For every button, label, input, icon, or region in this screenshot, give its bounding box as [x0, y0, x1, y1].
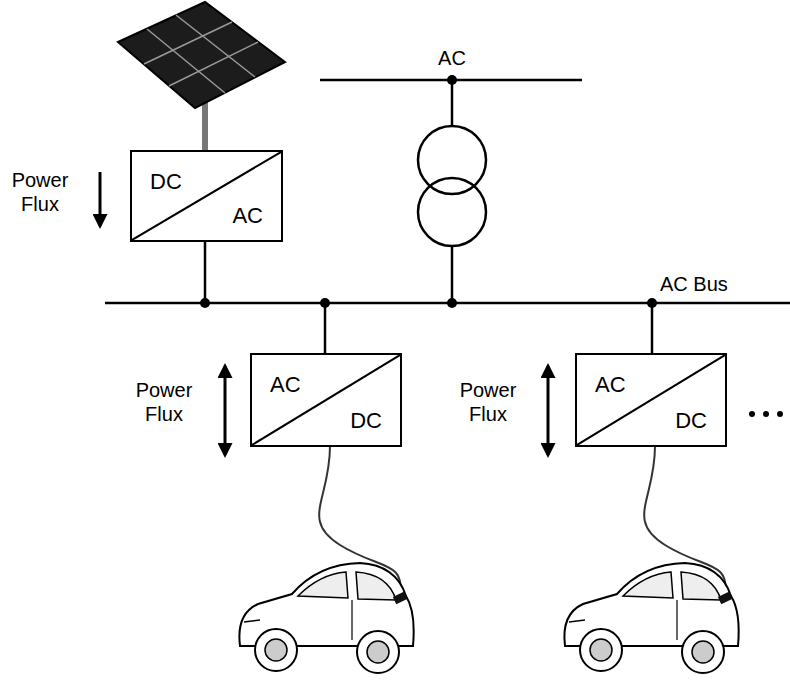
diagonal-line: [577, 355, 725, 445]
solar-panel: [118, 2, 285, 152]
panel-surface: [118, 2, 285, 108]
junction-dots: [200, 298, 657, 308]
panel-grid: [144, 15, 258, 93]
converter-box: AC DC: [575, 353, 727, 447]
converter-label: DC: [350, 409, 382, 433]
diagonal-line: [132, 152, 281, 240]
converter-label: AC: [595, 373, 626, 397]
transformer-symbol: [418, 126, 486, 246]
label-holder: AC Bus: [660, 272, 770, 296]
flux-arrow: [99, 172, 102, 226]
electric-car: [564, 563, 738, 673]
flux-arrow: [547, 366, 550, 455]
text-label: Power Flux: [4, 168, 76, 216]
wires: [205, 240, 652, 354]
flux-arrow: [224, 366, 227, 455]
text-label: AC Bus: [660, 272, 770, 296]
converter-label: DC: [675, 409, 707, 433]
converter-label: AC: [232, 204, 263, 228]
label-holder: AC: [412, 46, 492, 70]
label-holder: Power Flux: [128, 378, 200, 426]
diagonal-line: [252, 355, 400, 445]
text-label: AC: [412, 46, 492, 70]
converter-box: AC DC: [250, 353, 402, 447]
electric-car: [239, 563, 413, 673]
text-label: Power Flux: [128, 378, 200, 426]
label-holder: Power Flux: [452, 378, 524, 426]
panel-pole: [202, 100, 208, 152]
wire: [451, 80, 454, 126]
continuation-dots: [749, 411, 783, 417]
label-holder: Power Flux: [4, 168, 76, 216]
wire: [451, 246, 454, 303]
converter-label: DC: [150, 170, 182, 194]
text-label: Power Flux: [452, 378, 524, 426]
converter-label: AC: [270, 373, 301, 397]
converter-box: DC AC: [130, 150, 283, 242]
